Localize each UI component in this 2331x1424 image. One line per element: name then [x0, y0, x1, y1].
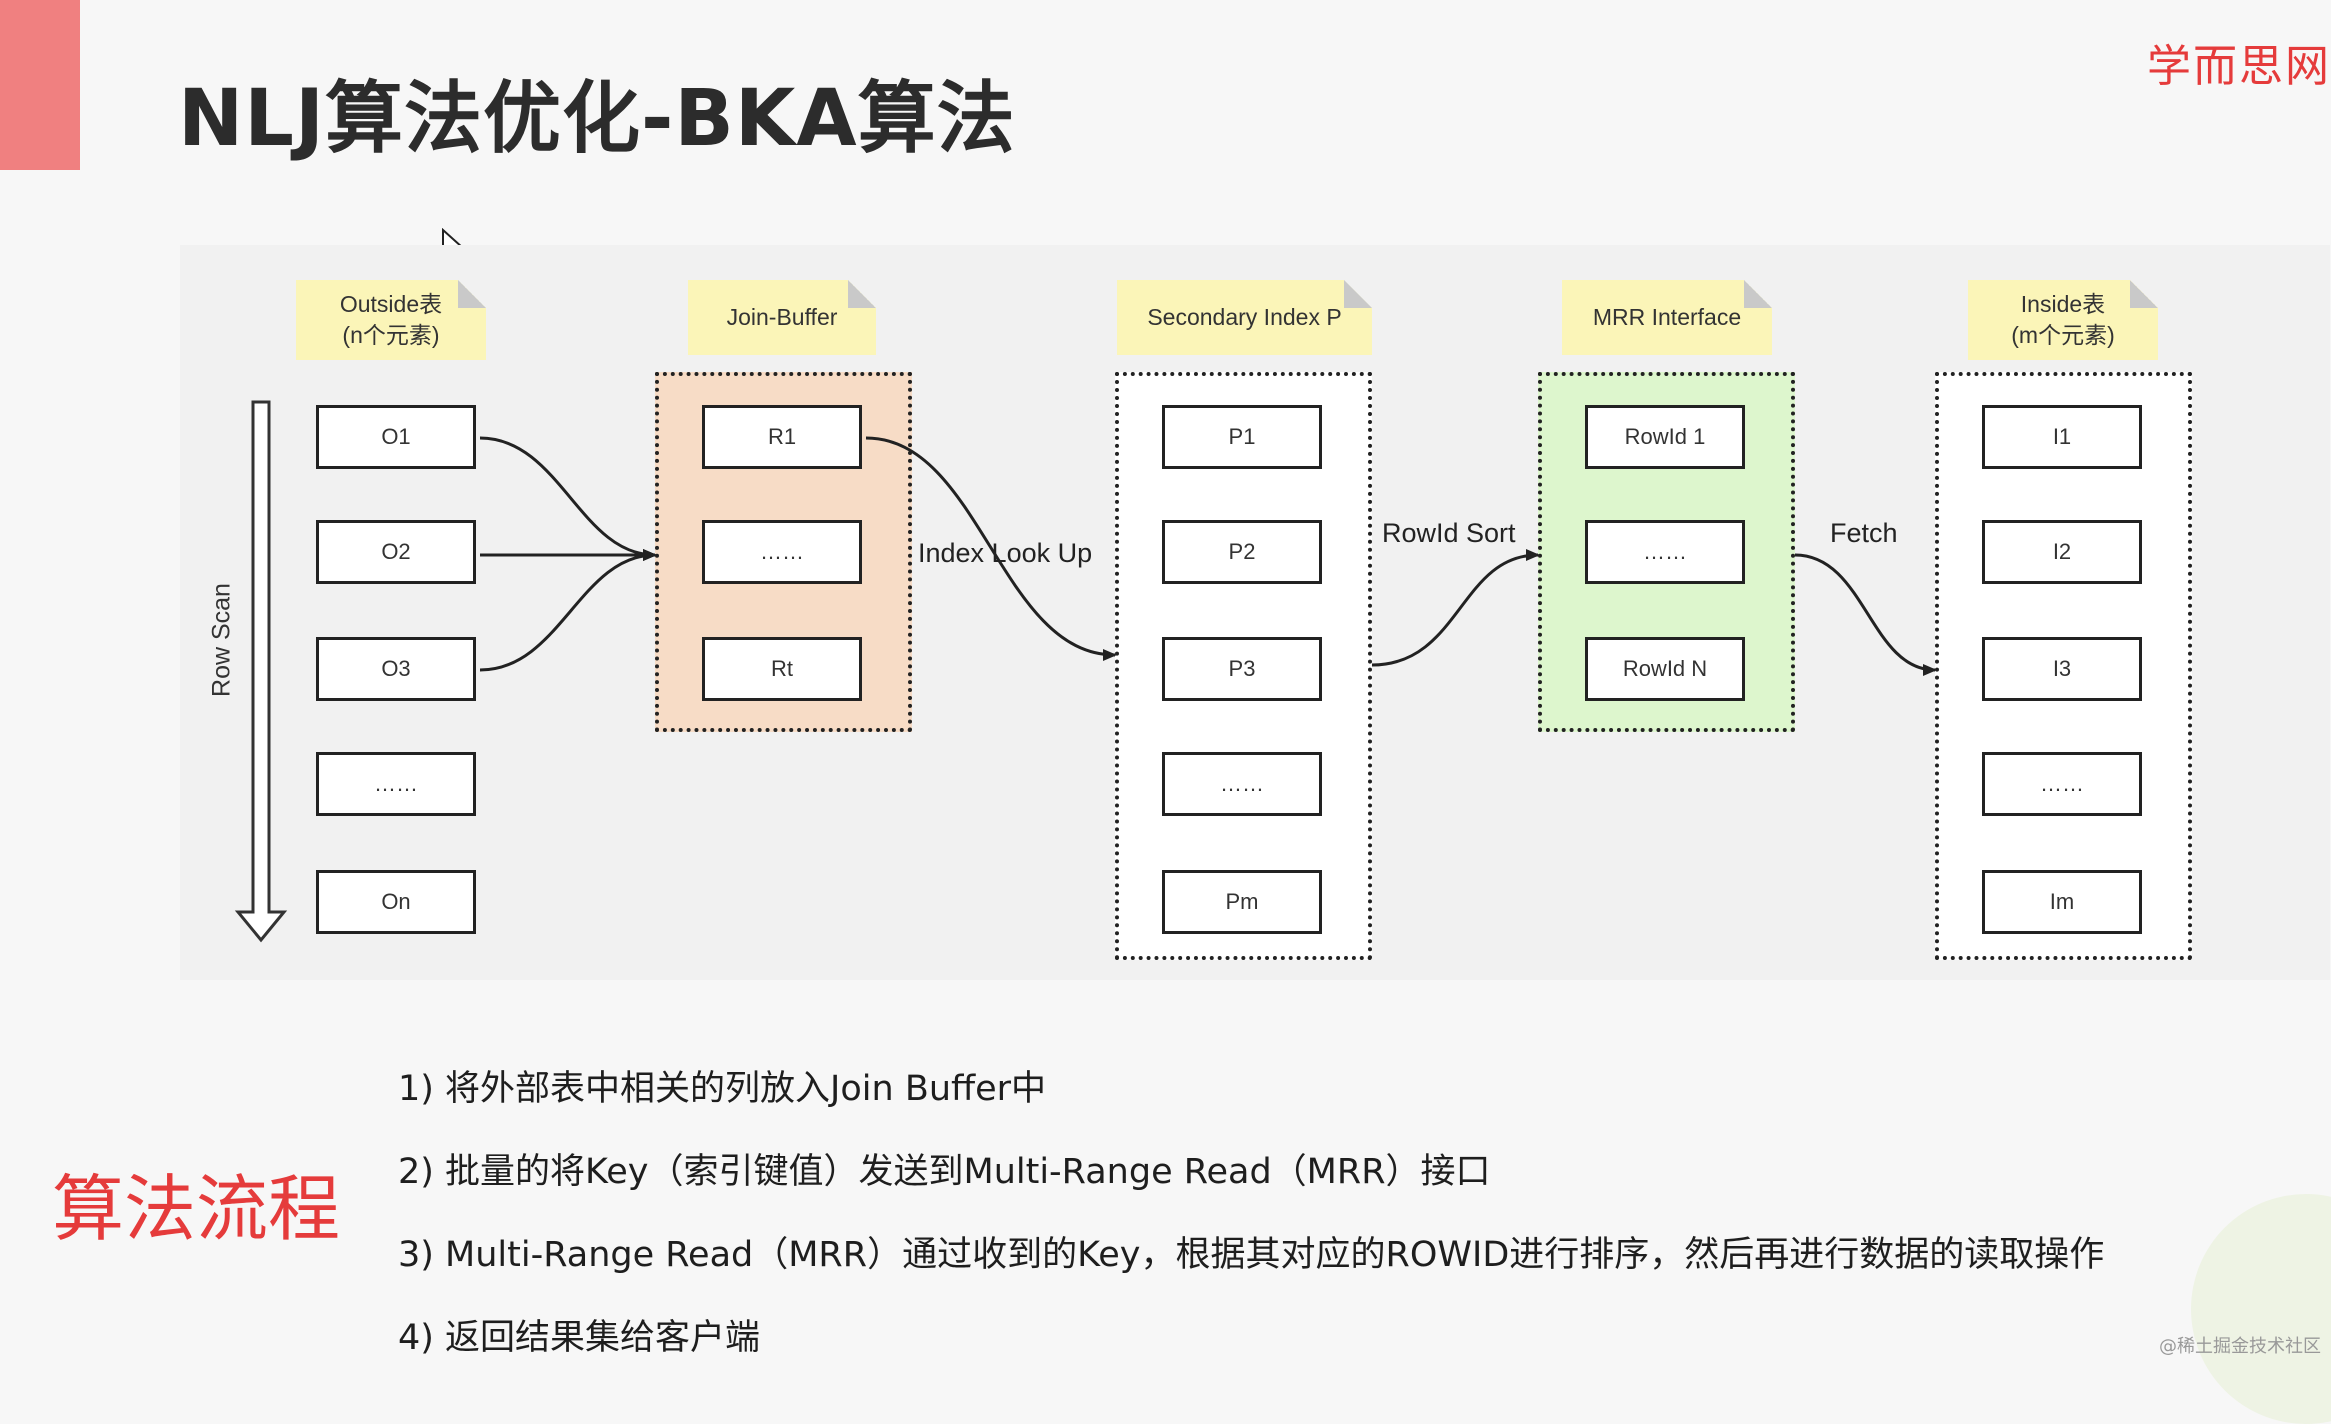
note-inside-table: Inside表 (m个元素) — [1968, 280, 2158, 360]
step-item: 3) Multi-Range Read（MRR）通过收到的Key，根据其对应的R… — [398, 1235, 2105, 1275]
inside-cell: I1 — [1982, 405, 2142, 469]
edge-fetch — [1794, 553, 1937, 676]
outside-cell: On — [316, 870, 476, 934]
secondary-index-cell: P3 — [1162, 637, 1322, 701]
note-outside-text: Outside表 (n个元素) — [339, 290, 443, 348]
join-buffer-cell: Rt — [702, 637, 862, 701]
inside-cell: Im — [1982, 870, 2142, 934]
join-buffer-cell: …… — [702, 520, 862, 584]
edge-label-index-lookup: Index Look Up — [918, 538, 1093, 568]
secondary-index-cell: Pm — [1162, 870, 1322, 934]
inside-cell: …… — [1982, 752, 2142, 816]
edge-o3-join — [479, 549, 657, 672]
outside-cell: O3 — [316, 637, 476, 701]
edge-label-fetch: Fetch — [1830, 518, 1898, 548]
inside-cell: I3 — [1982, 637, 2142, 701]
outside-cell: …… — [316, 752, 476, 816]
mrr-cell: RowId N — [1585, 637, 1745, 701]
steps-title: 算法流程 — [52, 1167, 341, 1251]
note-outside-table: Outside表 (n个元素) — [296, 280, 486, 360]
edge-rowid-sort — [1371, 549, 1540, 667]
step-item: 1) 将外部表中相关的列放入Join Buffer中 — [398, 1069, 1047, 1109]
join-buffer-cell: R1 — [702, 405, 862, 469]
row-scan-arrow — [234, 400, 288, 943]
accent-bar — [0, 0, 80, 170]
step-item: 2) 批量的将Key（索引键值）发送到Multi-Range Read（MRR）… — [398, 1152, 1491, 1192]
secondary-index-cell: …… — [1162, 752, 1322, 816]
edge-o1-join — [479, 436, 657, 561]
edge-index-lookup — [865, 436, 1117, 661]
edge-label-rowid-sort: RowId Sort — [1382, 518, 1516, 548]
step-item: 4) 返回结果集给客户端 — [398, 1318, 761, 1358]
note-secondary-index: Secondary Index P — [1117, 280, 1372, 355]
note-inside-text: Inside表 (m个元素) — [2011, 290, 2115, 348]
watermark: @稀土掘金技术社区 — [2159, 1336, 2321, 1357]
note-join-buffer: Join-Buffer — [688, 280, 876, 355]
inside-cell: I2 — [1982, 520, 2142, 584]
diagram-connectors — [234, 400, 1937, 943]
note-join-buffer-text: Join-Buffer — [726, 303, 838, 330]
page-title: NLJ算法优化-BKA算法 — [178, 74, 1016, 164]
outside-cell: O2 — [316, 520, 476, 584]
brand-logo: 学而思网 — [2147, 41, 2331, 92]
note-mrr-interface: MRR Interface — [1562, 280, 1772, 355]
mrr-cell: …… — [1585, 520, 1745, 584]
secondary-index-cell: P1 — [1162, 405, 1322, 469]
mrr-cell: RowId 1 — [1585, 405, 1745, 469]
row-scan-label: Row Scan — [207, 583, 236, 697]
secondary-index-cell: P2 — [1162, 520, 1322, 584]
note-secondary-index-text: Secondary Index P — [1147, 303, 1342, 330]
note-mrr-interface-text: MRR Interface — [1592, 303, 1742, 330]
outside-cell: O1 — [316, 405, 476, 469]
